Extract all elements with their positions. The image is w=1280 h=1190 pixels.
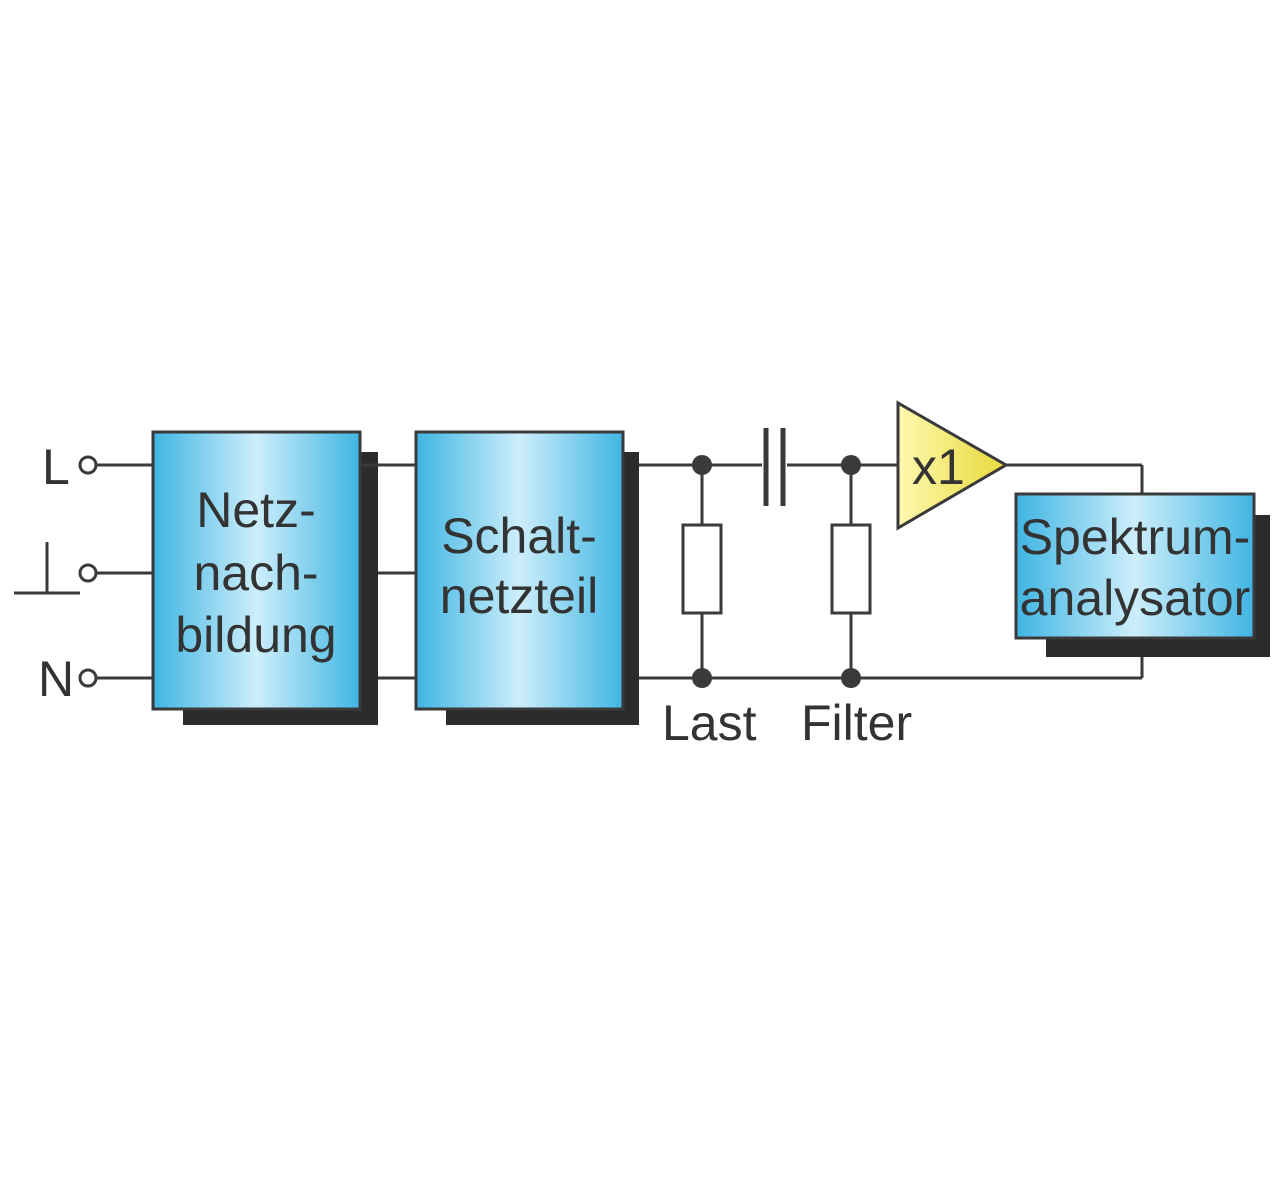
ground-symbol: [14, 542, 80, 595]
spektrumanalysator-label-2: analysator: [1020, 570, 1251, 626]
terminal-ground: [78, 563, 98, 583]
schaltnetzteil-label-1: Schalt-: [441, 508, 597, 564]
netznachbildung-block: Netz- nach- bildung: [151, 430, 378, 725]
junction-filter-bottom: [841, 668, 861, 688]
junction-last-top: [692, 455, 712, 475]
junction-last-bottom: [692, 668, 712, 688]
schaltnetzteil-label-2: netzteil: [440, 568, 598, 624]
terminal-l: [78, 455, 98, 475]
terminal-l-label: L: [42, 439, 70, 495]
netznachbildung-label-1: Netz-: [196, 482, 315, 538]
coupling-capacitor: [763, 428, 786, 506]
amplifier-label: x1: [912, 439, 965, 495]
filter-label: Filter: [801, 695, 912, 751]
netznachbildung-label-2: nach-: [193, 545, 318, 601]
amplifier: x1: [896, 400, 1009, 531]
spektrumanalysator-label-1: Spektrum-: [1020, 509, 1251, 565]
schaltnetzteil-block: Schalt- netzteil: [414, 430, 639, 725]
last-resistor: [681, 465, 723, 678]
last-label: Last: [662, 695, 757, 751]
netznachbildung-label-3: bildung: [175, 607, 336, 663]
spektrumanalysator-block: Spektrum- analysator: [1014, 492, 1270, 657]
junction-filter-top: [841, 455, 861, 475]
filter-resistor: [830, 465, 872, 678]
terminal-n-label: N: [38, 651, 74, 707]
terminal-n: [78, 668, 98, 688]
